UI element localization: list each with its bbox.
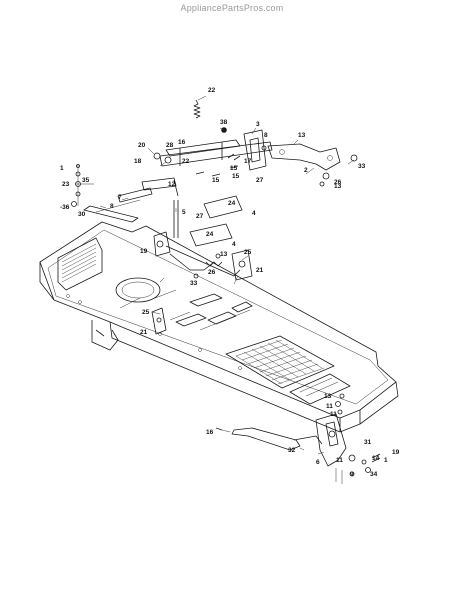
callout-22a: 22 <box>208 87 216 94</box>
callout-2: 2 <box>304 167 308 174</box>
callout-28: 28 <box>166 142 174 149</box>
callout-9: 9 <box>350 471 354 478</box>
callout-4b: 4 <box>232 241 236 248</box>
callout-13b: 13 <box>334 183 342 190</box>
callout-16a: 16 <box>178 139 186 146</box>
callout-25b: 25 <box>142 309 150 316</box>
chassis-frame <box>39 221 399 433</box>
rear-linkage <box>215 393 381 484</box>
callout-38: 38 <box>220 119 228 126</box>
callout-33a: 33 <box>358 163 366 170</box>
callout-1b: 1 <box>384 457 388 464</box>
leader-lines <box>76 95 355 455</box>
callout-25a: 25 <box>244 249 252 256</box>
lift-shaft-assembly <box>71 99 358 335</box>
callout-6: 6 <box>316 459 320 466</box>
perforated-plate-holes <box>235 339 325 385</box>
callout-7: 7 <box>118 194 122 201</box>
callout-11c: 11 <box>330 411 337 418</box>
callout-20: 20 <box>138 142 146 149</box>
callout-24a: 24 <box>228 200 236 207</box>
callout-3a: 3 <box>256 121 260 128</box>
callout-8b: 8 <box>110 203 114 210</box>
callout-21b: 21 <box>140 329 148 336</box>
callout-labels: 22 38 3 8 13 20 28 16 18 22 15 17 15 2 3… <box>60 87 400 478</box>
callout-1a: 1 <box>60 165 64 172</box>
site-watermark: AppliancePartsPros.com <box>180 3 284 13</box>
callout-18: 18 <box>134 158 142 165</box>
callout-27a: 27 <box>256 177 264 184</box>
callout-13c: 13 <box>220 251 228 258</box>
callout-13d: 13 <box>324 393 332 400</box>
callout-8a: 8 <box>264 132 268 139</box>
callout-11b: 11 <box>336 457 343 464</box>
callout-26a: 26 <box>334 179 342 186</box>
callout-36: -36 <box>60 204 70 211</box>
callout-35: 35 <box>82 177 90 184</box>
callout-11a: 11 <box>326 403 333 410</box>
callout-30: 30 <box>78 211 86 218</box>
callout-19: 19 <box>140 248 148 255</box>
callout-16b: 16 <box>206 429 214 436</box>
callout-27b: 27 <box>196 213 204 220</box>
callout-21a: 21 <box>256 267 264 274</box>
callout-19b: 19 <box>392 449 400 456</box>
callout-13a: 13 <box>298 132 306 139</box>
callout-15b: 15 <box>232 173 240 180</box>
callout-23: 23 <box>62 181 70 188</box>
callout-4a: 4 <box>252 210 256 217</box>
callout-34: 34 <box>370 471 378 478</box>
callout-17: 17 <box>244 158 252 165</box>
callout-5: 5 <box>182 209 186 216</box>
callout-24b: 24 <box>206 231 214 238</box>
callout-22b: 22 <box>182 158 190 165</box>
callout-26b: 26 <box>208 269 216 276</box>
callout-15c: 15 <box>212 177 220 184</box>
callout-14: 14 <box>372 455 380 462</box>
callout-12: 12 <box>168 181 176 188</box>
callout-32: 32 <box>288 447 296 454</box>
callout-15a: 15 <box>230 165 238 172</box>
callout-33b: 33 <box>190 280 198 287</box>
callout-31: 31 <box>364 439 372 446</box>
